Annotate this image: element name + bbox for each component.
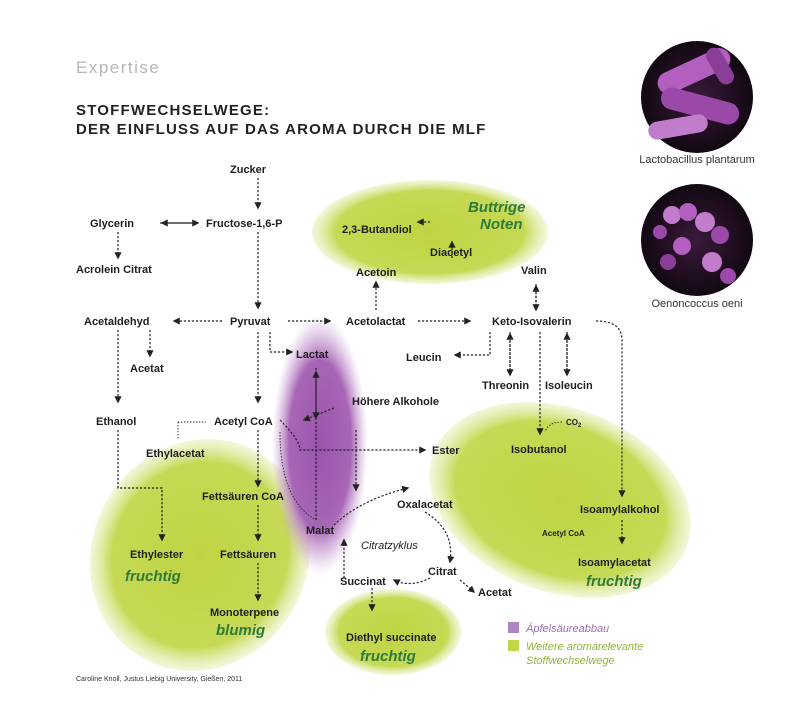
node-valin: Valin [521, 265, 547, 277]
node-isoamylalkohol: Isoamylalkohol [580, 504, 659, 516]
node-ethylester: Ethylester [130, 549, 184, 561]
node-diethyl-succinate: Diethyl succinate [346, 632, 436, 644]
node-zucker: Zucker [230, 164, 267, 176]
node-acetat: Acetat [130, 363, 164, 375]
note-fruchtig-succinate: fruchtig [360, 648, 416, 665]
pathway-arrows [114, 178, 626, 612]
node-butandiol: 2,3-Butandiol [342, 224, 412, 236]
title-line-1: STOFFWECHSELWEGE: [76, 102, 271, 119]
oenococcus-image [641, 184, 753, 296]
node-diacetyl: Diacetyl [430, 247, 472, 259]
caption-lactobacillus: Lactobacillus plantarum [639, 154, 755, 166]
note-fruchtig-isoamyl: fruchtig [586, 573, 642, 590]
green-region-isoamyl [429, 401, 691, 599]
node-fettsaeuren-coa: Fettsäuren CoA [202, 491, 284, 503]
node-ethanol: Ethanol [96, 416, 136, 428]
node-succinat: Succinat [340, 576, 386, 588]
node-co2: CO2 [566, 418, 582, 429]
node-oxalacetat: Oxalacetat [397, 499, 453, 511]
note-buttrige-2: Noten [480, 216, 523, 233]
green-region-succinate [325, 589, 461, 675]
section-label: Expertise [76, 58, 161, 77]
caption-oenococcus: Oenoncoccus oeni [651, 298, 743, 310]
node-acetoin: Acetoin [356, 267, 397, 279]
node-fettsaeuren: Fettsäuren [220, 549, 277, 561]
node-ethylacetat: Ethylacetat [146, 448, 205, 460]
note-buttrige-1: Buttrige [468, 199, 526, 216]
node-citratzyklus: Citratzyklus [361, 540, 418, 552]
node-acetat-2: Acetat [478, 587, 512, 599]
node-leucin: Leucin [406, 352, 442, 364]
credit: Caroline Knoll, Justus Liebig University… [76, 676, 243, 683]
node-acetolactat: Acetolactat [346, 316, 406, 328]
legend-swatch-green [508, 640, 519, 651]
node-hoehere-alkohole: Höhere Alkohole [352, 396, 439, 408]
legend-label-green-2: Stoffwechselwege [526, 655, 615, 667]
legend-label-green-1: Weitere aromarelevante [526, 641, 643, 653]
node-acetaldehyd: Acetaldehyd [84, 316, 149, 328]
node-pyruvat: Pyruvat [230, 316, 271, 328]
node-keto-isovalerin: Keto-Isovalerin [492, 316, 572, 328]
node-isoamylacetat: Isoamylacetat [578, 557, 651, 569]
legend-swatch-purple [508, 622, 519, 633]
node-threonin: Threonin [482, 380, 529, 392]
node-monoterpene: Monoterpene [210, 607, 279, 619]
node-fructose: Fructose-1,6-P [206, 218, 282, 230]
node-acetyl-coa-small: Acetyl CoA [542, 529, 585, 538]
node-acrolein: Acrolein Citrat [76, 264, 152, 276]
node-isobutanol: Isobutanol [511, 444, 567, 456]
note-blumig: blumig [216, 622, 265, 639]
purple-region-malate [272, 315, 368, 575]
node-glycerin: Glycerin [90, 218, 134, 230]
title-line-2: DER EINFLUSS AUF DAS AROMA DURCH DIE MLF [76, 121, 487, 138]
node-citrat: Citrat [428, 566, 457, 578]
node-acetyl-coa: Acetyl CoA [214, 416, 273, 428]
green-region-buttery [312, 180, 548, 284]
legend-label-purple: Äpfelsäureabbau [525, 623, 609, 635]
node-lactat: Lactat [296, 349, 329, 361]
node-isoleucin: Isoleucin [545, 380, 593, 392]
lactobacillus-image [641, 41, 753, 153]
green-region-ethylester [89, 439, 311, 671]
note-fruchtig-ethylester: fruchtig [125, 568, 181, 585]
node-ester: Ester [432, 445, 460, 457]
node-malat: Malat [306, 525, 334, 537]
